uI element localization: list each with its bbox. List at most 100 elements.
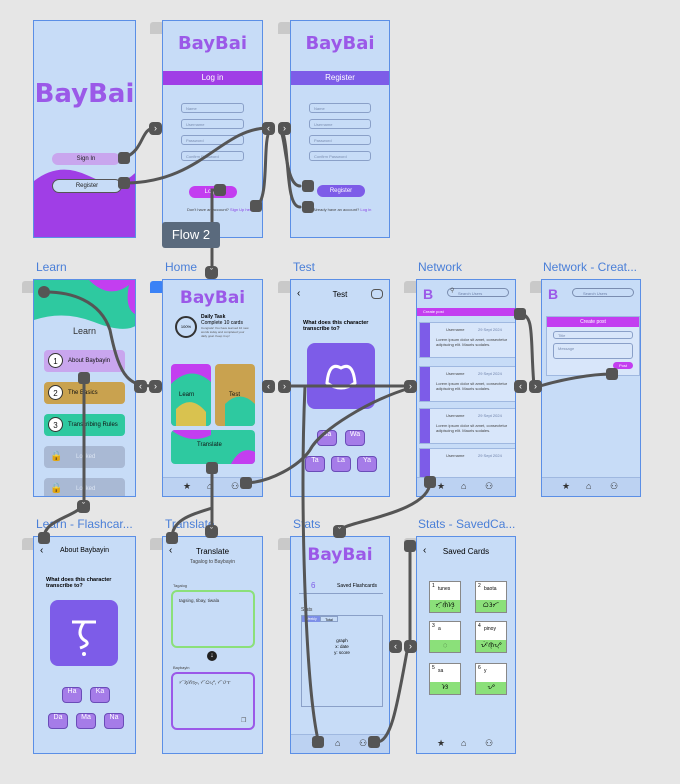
connector-arrow-right-icon[interactable]: › (404, 640, 417, 653)
connector-node[interactable] (214, 184, 226, 196)
connector-node[interactable] (38, 532, 50, 544)
connector-node[interactable] (424, 476, 436, 488)
connector-arrow-right-icon[interactable]: › (149, 122, 162, 135)
connector-arrow-left-icon[interactable]: ‹ (262, 122, 275, 135)
create-post-bar[interactable]: Create post (417, 308, 515, 316)
connector-arrow-right-icon[interactable]: › (404, 380, 417, 393)
translate-tile[interactable]: Translate (171, 430, 255, 464)
post-card[interactable]: Username 29 Sept 2024 Lorem ipsum dolor … (419, 322, 515, 358)
answer-option[interactable]: Ha (62, 687, 82, 703)
users-icon[interactable]: ⚇ (485, 481, 494, 491)
message-field[interactable]: Message (553, 343, 633, 359)
frame-splash[interactable]: BayBai Sign In Register (33, 20, 136, 238)
star-icon[interactable]: ★ (183, 481, 192, 491)
users-icon[interactable]: ⚇ (359, 738, 368, 748)
post-card[interactable]: Username 29 Sept 2024 Lorem ipsum dolor … (419, 366, 515, 402)
name-field[interactable]: Name (181, 103, 244, 113)
tab-total[interactable]: Total (320, 616, 338, 622)
frame-label-home[interactable]: Home (165, 260, 198, 274)
post-card[interactable]: Username 29 Sept 2024 Lorem ipsum dolor … (419, 408, 515, 444)
connector-node[interactable] (166, 532, 178, 544)
connector-node[interactable] (118, 152, 130, 164)
connector-node[interactable] (78, 372, 90, 384)
connector-node[interactable] (240, 477, 252, 489)
home-icon[interactable]: ⌂ (586, 481, 592, 491)
daily-task-card[interactable]: 100% Daily Task Complete 10 cards Congra… (173, 312, 253, 344)
arrow-down-icon[interactable]: ↓ (207, 651, 217, 661)
frame-label-learn[interactable]: Learn (36, 260, 67, 274)
copy-icon[interactable]: ❐ (241, 718, 247, 724)
frame-translate[interactable]: ‹ Translate Tagalog to Baybayin Tagalog … (162, 536, 263, 754)
connector-arrow-right-icon[interactable]: › (278, 380, 291, 393)
answer-option[interactable]: Ka (90, 687, 110, 703)
answer-option[interactable]: La (331, 456, 351, 472)
learn-tile[interactable]: Learn (171, 364, 211, 426)
users-icon[interactable]: ⚇ (485, 738, 494, 748)
connector-arrow-right-icon[interactable]: › (529, 380, 542, 393)
learn-item-about[interactable]: 1 About Baybayin (44, 350, 125, 372)
connector-arrow-right-icon[interactable]: › (278, 122, 291, 135)
frame-label-network-create[interactable]: Network - Creat... (543, 260, 638, 274)
tab-weekly[interactable]: Weekly (302, 616, 320, 622)
saved-flashcards-row[interactable]: 6 Saved Flashcards (299, 579, 383, 594)
connector-node[interactable] (118, 177, 130, 189)
frame-label-network[interactable]: Network (418, 260, 463, 274)
vote-bar[interactable] (420, 367, 430, 401)
username-field[interactable]: Username (309, 119, 371, 129)
frame-label-stats-saved[interactable]: Stats - SavedCa... (418, 517, 516, 531)
post-card[interactable]: Username 29 Sept 2024 (419, 448, 515, 478)
connector-arrow-down-icon[interactable]: ˇ (333, 525, 346, 538)
connector-node[interactable] (302, 180, 314, 192)
connector-arrow-left-icon[interactable]: ‹ (134, 380, 147, 393)
connector-node[interactable] (206, 462, 218, 474)
answer-option[interactable]: Na (104, 713, 124, 729)
answer-option[interactable]: Da (48, 713, 68, 729)
frame-network-create[interactable]: B Search Users Create post Title Message… (541, 279, 641, 497)
answer-option[interactable]: Wa (345, 430, 365, 446)
home-icon[interactable]: ⌂ (461, 738, 467, 748)
frame-label-stats[interactable]: Stats (293, 517, 321, 531)
connector-arrow-left-icon[interactable]: ‹ (514, 380, 527, 393)
username-field[interactable]: Username (181, 119, 244, 129)
tagalog-input[interactable]: tagsing, tibay, tiwala (171, 590, 255, 648)
connector-node[interactable] (404, 540, 416, 552)
connector-arrow-down-icon[interactable]: ˇ (77, 500, 90, 513)
star-icon[interactable]: ★ (437, 481, 446, 491)
test-tile[interactable]: Test (215, 364, 255, 426)
connector-node[interactable] (302, 201, 314, 213)
signin-button[interactable]: Sign In (52, 153, 120, 165)
connector-arrow-left-icon[interactable]: ‹ (389, 640, 402, 653)
back-arrow-icon[interactable]: ‹ (169, 545, 173, 556)
confirm-password-field[interactable]: Confirm Password (309, 151, 371, 161)
frame-label-translate[interactable]: Translate (165, 517, 215, 531)
flow-badge[interactable]: Flow 2 (162, 222, 220, 248)
signup-link[interactable]: Sign Up here (230, 207, 254, 212)
password-field[interactable]: Password (181, 135, 244, 145)
answer-option[interactable]: Ma (76, 713, 96, 729)
connector-node[interactable] (514, 308, 526, 320)
frame-flashcards[interactable]: ‹ About Baybayin What does this characte… (33, 536, 136, 754)
answer-option[interactable]: Ta (305, 456, 325, 472)
post-button[interactable]: Post (613, 362, 633, 369)
connector-node[interactable] (368, 736, 380, 748)
answer-option[interactable]: Ya (357, 456, 377, 472)
connector-arrow-left-icon[interactable]: ‹ (262, 380, 275, 393)
title-field[interactable]: Title (553, 331, 633, 339)
vote-bar[interactable] (420, 323, 430, 357)
login-link[interactable]: Log in (360, 207, 372, 212)
vote-bar[interactable] (420, 409, 430, 443)
vote-bar[interactable] (420, 449, 430, 477)
frame-test[interactable]: ‹ Test What does this character transcri… (290, 279, 390, 497)
register-submit-button[interactable]: Register (317, 185, 365, 197)
frame-stats[interactable]: BayBai 6 Saved Flashcards Stats Weekly T… (290, 536, 390, 754)
connector-arrow-down-icon[interactable]: ˇ (205, 266, 218, 279)
connector-node[interactable] (312, 736, 324, 748)
back-arrow-icon[interactable]: ‹ (40, 545, 44, 556)
